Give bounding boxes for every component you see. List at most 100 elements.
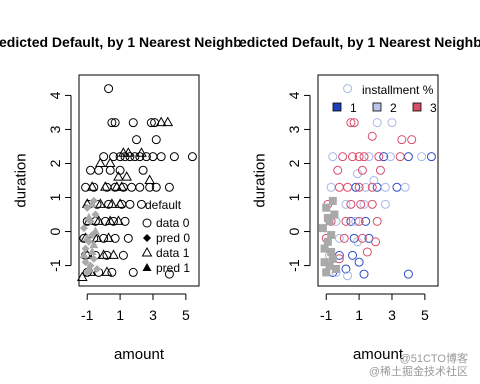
data-point — [108, 249, 119, 259]
data-point — [104, 157, 116, 167]
data-point — [84, 263, 94, 272]
data-point — [349, 233, 359, 243]
data-point — [113, 171, 124, 181]
data-point — [327, 230, 336, 239]
y-tick-label: 2 — [47, 159, 63, 167]
data-point — [367, 182, 377, 192]
legend-marker — [142, 218, 152, 228]
data-point — [87, 246, 97, 255]
data-point — [354, 257, 364, 267]
legend-title: installment % — [362, 83, 434, 97]
data-point — [89, 254, 98, 263]
data-point — [346, 118, 356, 128]
data-point — [164, 269, 174, 279]
x-tick-label: -1 — [320, 307, 333, 323]
y-tick-label: 2 — [286, 159, 302, 167]
right-panel: Predicted Default, by 1 Nearest Neighbor… — [224, 34, 480, 363]
data-point — [372, 216, 382, 226]
legend-marker — [142, 263, 152, 271]
data-point — [359, 269, 369, 279]
data-point — [361, 216, 371, 226]
data-point — [403, 152, 413, 162]
data-point — [327, 247, 336, 256]
data-point — [116, 181, 128, 191]
data-point — [351, 216, 361, 226]
legend-swatch — [412, 102, 422, 112]
data-point — [364, 152, 374, 162]
legend-label: pred 1 — [156, 261, 190, 275]
data-point — [121, 171, 133, 181]
data-point — [354, 182, 364, 192]
data-point — [135, 182, 145, 192]
data-point — [151, 135, 161, 145]
data-point — [387, 118, 397, 128]
legend-label: data 1 — [156, 246, 190, 260]
x-tick-label: 3 — [388, 307, 396, 323]
data-point — [115, 165, 125, 175]
data-point — [426, 152, 436, 162]
data-point — [354, 152, 364, 162]
y-tick-label: 0 — [286, 227, 302, 235]
data-point — [89, 240, 99, 249]
data-point — [86, 181, 98, 191]
data-point — [128, 118, 138, 128]
data-point — [125, 199, 135, 209]
x-tick-label: 5 — [182, 307, 190, 323]
data-point — [332, 264, 341, 273]
data-point — [118, 250, 128, 260]
data-point — [352, 169, 362, 179]
data-point — [127, 182, 137, 192]
data-point — [328, 254, 337, 263]
data-point — [395, 152, 405, 162]
data-point — [138, 165, 148, 175]
x-tick-label: 5 — [421, 307, 429, 323]
data-point — [132, 135, 142, 145]
data-point — [79, 224, 88, 233]
chart-title: Predicted Default, by 1 Nearest Neighbor — [224, 34, 480, 50]
data-point — [323, 213, 332, 222]
data-point — [375, 165, 385, 175]
data-point — [123, 233, 133, 243]
x-tick-label: 1 — [116, 307, 124, 323]
y-tick-label: 4 — [286, 91, 302, 99]
data-point — [349, 118, 359, 128]
data-point — [136, 199, 146, 209]
data-point — [323, 237, 332, 246]
data-point — [109, 152, 119, 162]
data-points — [76, 84, 197, 281]
data-point — [341, 264, 351, 274]
data-point — [341, 216, 351, 226]
data-point — [371, 237, 381, 247]
y-tick-label: 3 — [47, 125, 63, 133]
data-point — [380, 199, 390, 209]
x-tick-label: -1 — [81, 307, 94, 323]
data-point — [91, 210, 100, 219]
legend-swatch — [372, 102, 382, 112]
y-axis-title: duration — [13, 153, 30, 207]
watermark-line-2: @稀土掘金技术社区 — [368, 366, 468, 379]
data-point — [81, 258, 90, 267]
data-point — [122, 147, 134, 157]
legend-label: pred 0 — [156, 231, 190, 245]
legend-marker — [143, 234, 151, 242]
data-point — [99, 181, 111, 191]
legend-marker — [141, 246, 153, 257]
data-point — [356, 199, 366, 209]
data-point — [334, 233, 344, 243]
data-point — [330, 210, 339, 219]
data-point — [328, 152, 338, 162]
data-point — [84, 212, 94, 221]
data-point — [328, 196, 337, 205]
data-point — [114, 198, 126, 208]
data-point — [359, 152, 369, 162]
plot-frame — [317, 74, 439, 287]
data-point — [93, 264, 102, 273]
data-point — [348, 250, 358, 260]
data-point — [79, 250, 89, 259]
data-point — [106, 198, 118, 208]
data-point — [352, 237, 362, 247]
